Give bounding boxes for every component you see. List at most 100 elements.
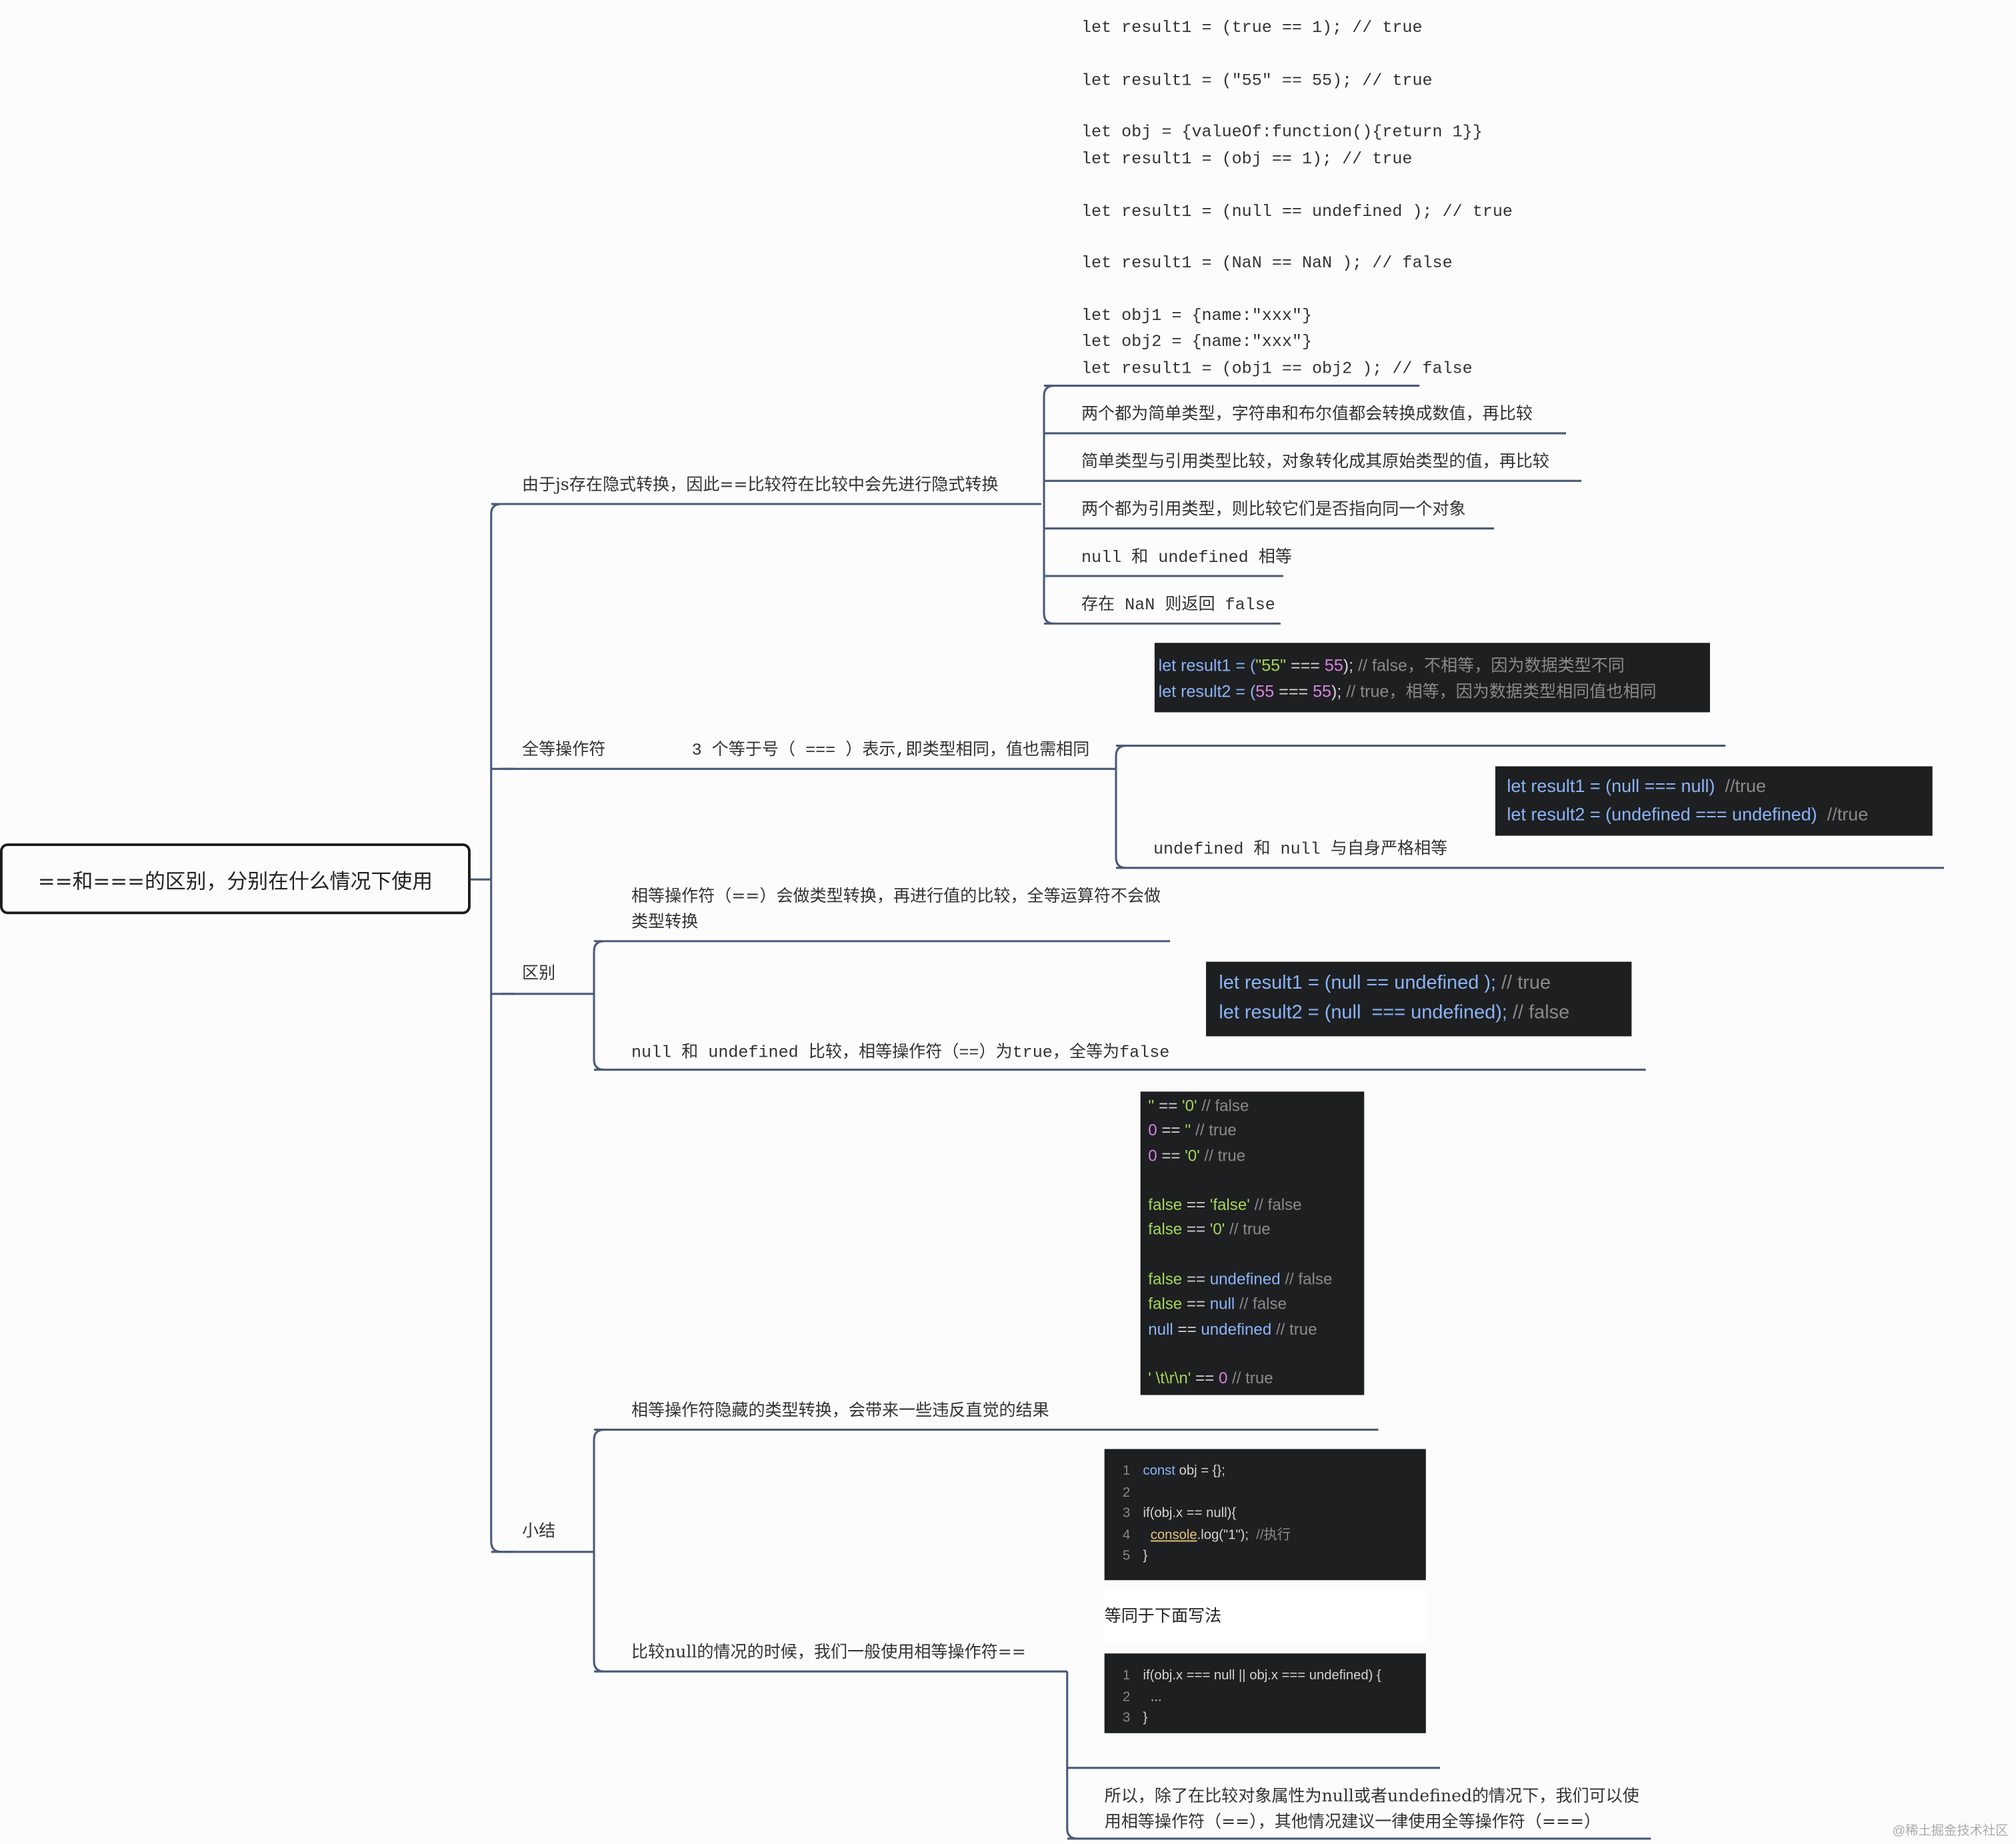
code-token: == <box>1157 1121 1185 1140</box>
b4-fan <box>593 1429 1379 1673</box>
code-comment: // false <box>1507 1001 1570 1024</box>
code-line: let result1 = (NaN == NaN ); // false <box>1081 253 1453 273</box>
branch-implicit-conversion-label[interactable]: 由于js存在隐式转换，因此==比较符在比较中会先进行隐式转换 <box>522 475 999 495</box>
code-line: let obj1 = {name:"xxx"} <box>1081 306 1313 325</box>
code-comment: //执行 <box>1249 1527 1291 1543</box>
code-token: ); <box>1343 655 1354 675</box>
b4b-fan <box>1066 1671 1651 1840</box>
code-token: === <box>1274 681 1313 701</box>
difference-type-conversion[interactable]: 相等操作符（==）会做类型转换，再进行值的比较，全等运算符不会做类型转换 <box>631 887 1161 933</box>
code-token: 55 <box>1313 681 1331 701</box>
rule-item[interactable]: 简单类型与引用类型比较，对象转化成其原始类型的值，再比较 <box>1081 452 1549 472</box>
code-token: 'false' <box>1209 1195 1250 1214</box>
code-token: 0 <box>1218 1369 1228 1388</box>
code-line: let obj = {valueOf:function(){return 1}} <box>1081 122 1483 142</box>
code-token: == <box>1157 1146 1185 1165</box>
root-node[interactable]: ==和===的区别，分别在什么情况下使用 <box>0 843 471 915</box>
rule-item[interactable]: null 和 undefined 相等 <box>1081 547 1292 567</box>
code-comment: // true，相等，因为数据类型相同值也相同 <box>1341 681 1657 701</box>
code-comment: // true <box>1199 1146 1246 1165</box>
summary-counterintuitive[interactable]: 相等操作符隐藏的类型转换，会带来一些违反直觉的结果 <box>631 1401 1049 1421</box>
code-token: 55 <box>1324 655 1343 675</box>
code-token: '0' <box>1185 1146 1200 1165</box>
code-comment: // true <box>1191 1121 1237 1140</box>
code-line: let result1 = ("55" == 55); // true <box>1081 71 1433 91</box>
code-line: let obj2 = {name:"xxx"} <box>1081 331 1313 351</box>
code-token: == <box>1182 1195 1210 1214</box>
code-line: let result1 = (null == undefined ); // t… <box>1081 201 1513 221</box>
code-token: let result1 = ( <box>1158 655 1256 675</box>
branch-summary-label[interactable]: 小结 <box>522 1522 556 1542</box>
summary-conclusion[interactable]: 所以，除了在比较对象属性为null或者undefined的情况下，我们可以使用相… <box>1104 1787 1639 1833</box>
code-line: let result1 = (obj == 1); // true <box>1081 149 1413 169</box>
code-token: '' <box>1148 1097 1155 1115</box>
code-token: false <box>1148 1195 1183 1214</box>
equivalent-note: 等同于下面写法 <box>1104 1590 1426 1642</box>
code-comment: // true <box>1496 972 1551 994</box>
rule-item[interactable]: 两个都为引用类型，则比较它们是否指向同一个对象 <box>1081 500 1466 520</box>
code-block-strict-compare: let result1 = ("55" === 55); // false，不相… <box>1154 643 1711 713</box>
code-token: == <box>1173 1320 1201 1339</box>
line-number: 2 <box>1122 1689 1131 1705</box>
code-block-null-undefined: let result1 = (null == undefined ); // t… <box>1206 961 1632 1037</box>
branch-strict-equality-label[interactable]: 全等操作符 <box>522 740 606 760</box>
line-number: 1 <box>1122 1463 1131 1479</box>
code-token: 0 <box>1148 1146 1157 1165</box>
code-token: "55" <box>1255 655 1287 675</box>
code-token: == <box>1191 1369 1219 1388</box>
code-comment: // false <box>1197 1097 1249 1115</box>
difference-null-undefined[interactable]: null 和 undefined 比较，相等操作符（==）为true，全等为fa… <box>631 1043 1170 1063</box>
code-token: } <box>1143 1710 1148 1726</box>
code-token: let result2 = (null === undefined); <box>1219 1001 1507 1024</box>
code-token: undefined <box>1201 1320 1272 1339</box>
code-token: === <box>1286 655 1325 675</box>
branch-difference-label[interactable]: 区别 <box>522 964 556 984</box>
code-token: ... <box>1143 1689 1162 1705</box>
line-number: 1 <box>1122 1667 1131 1683</box>
code-comment: //true <box>1817 803 1869 825</box>
code-token: } <box>1143 1548 1148 1564</box>
code-comment: // false <box>1280 1270 1333 1289</box>
code-token: null <box>1148 1320 1173 1339</box>
code-token: obj = {}; <box>1175 1463 1225 1479</box>
line-number: 3 <box>1122 1505 1131 1521</box>
code-block-counterintuitive-examples: '' == '0' // false 0 == '' // true 0 == … <box>1140 1091 1365 1395</box>
code-token: == <box>1182 1221 1210 1239</box>
code-token: const <box>1143 1463 1175 1479</box>
code-token: '0' <box>1209 1221 1225 1239</box>
code-token: undefined <box>1209 1270 1281 1289</box>
code-block-null-check: 1 const obj = {}; 2 3 if(obj.x == null){ 4… <box>1104 1449 1426 1581</box>
line-number: 4 <box>1122 1527 1131 1543</box>
line-number: 5 <box>1122 1548 1131 1564</box>
code-token: ); <box>1331 681 1342 701</box>
code-token: let result1 = (null === null) <box>1507 775 1715 796</box>
code-token: '' <box>1185 1121 1191 1140</box>
code-comment: // true <box>1225 1221 1271 1239</box>
code-comment: // false，不相等，因为数据类型不同 <box>1353 655 1625 675</box>
code-token: ' \t\r\n' <box>1148 1369 1191 1388</box>
rule-item[interactable]: 存在 NaN 则返回 false <box>1081 595 1275 615</box>
code-token: == <box>1182 1295 1210 1313</box>
code-token: '0' <box>1182 1097 1197 1115</box>
summary-null-compare[interactable]: 比较null的情况的时候，我们一般使用相等操作符== <box>631 1643 1026 1663</box>
code-comment: //true <box>1715 775 1767 796</box>
code-comment: // false <box>1249 1195 1302 1214</box>
line-number: 2 <box>1122 1484 1131 1500</box>
code-token: == <box>1182 1270 1210 1289</box>
code-comment: // true <box>1271 1320 1317 1339</box>
code-token: if(obj.x == null){ <box>1143 1505 1237 1521</box>
code-line: let result1 = (true == 1); // true <box>1081 18 1423 37</box>
root-title: ==和===的区别，分别在什么情况下使用 <box>37 868 433 893</box>
b1-fan <box>1043 385 1582 625</box>
null-undefined-strict-note[interactable]: undefined 和 null 与自身严格相等 <box>1153 839 1448 859</box>
code-token: 0 <box>1148 1121 1157 1140</box>
code-comment: // false <box>1235 1295 1287 1313</box>
code-token: let result2 = (undefined === undefined) <box>1507 803 1817 825</box>
strict-equality-desc[interactable]: 3 个等于号（ === ）表示,即类型相同，值也需相同 <box>691 740 1090 760</box>
rule-item[interactable]: 两个都为简单类型，字符串和布尔值都会转换成数值，再比较 <box>1081 405 1533 425</box>
code-comment: // true <box>1227 1369 1273 1388</box>
code-token: false <box>1148 1221 1183 1239</box>
